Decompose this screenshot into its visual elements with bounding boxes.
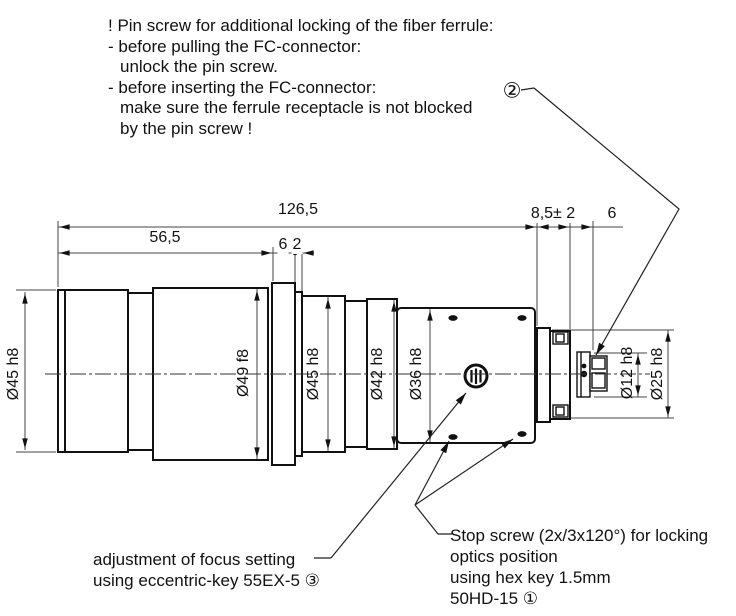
focus-leader bbox=[330, 392, 467, 559]
dimension-lines bbox=[22, 224, 671, 459]
dia-block: Ø36 h8 bbox=[408, 347, 425, 401]
eccentric-adjuster bbox=[463, 363, 489, 389]
stop-screw-leader bbox=[414, 504, 452, 535]
dim-front-length: 56,5 bbox=[148, 229, 182, 247]
note-line: 50HD-15 ① bbox=[450, 589, 538, 608]
dia-ferrule: Ø12 h8 bbox=[619, 346, 636, 400]
note-line: unlock the pin screw. bbox=[120, 57, 278, 76]
note-line: Stop screw (2x/3x120°) for locking bbox=[450, 526, 709, 545]
stop-screw bbox=[448, 315, 458, 321]
plate-screw-top bbox=[552, 331, 569, 345]
note-line: adjustment of focus setting bbox=[93, 550, 296, 569]
dim-overall-length: 126,5 bbox=[276, 201, 320, 219]
front-barrel bbox=[57, 289, 129, 453]
note-line: optics position bbox=[450, 547, 558, 566]
connector-plate bbox=[549, 330, 571, 420]
dim-flange-width: 6 bbox=[277, 236, 289, 254]
rear-collar bbox=[536, 327, 551, 423]
extension-lines bbox=[16, 221, 674, 453]
note-line: - before inserting the FC-connector: bbox=[108, 78, 377, 97]
note-line: make sure the ferrule receptacle is not … bbox=[120, 98, 473, 117]
stop-screw bbox=[517, 431, 527, 437]
note-line: ! Pin screw for additional locking of th… bbox=[108, 16, 494, 35]
plate-screw-bottom bbox=[552, 404, 569, 418]
pin-screw-leader bbox=[533, 87, 680, 356]
dim-rear-offset: 8,5± 2 bbox=[529, 205, 577, 223]
dia-body-front: Ø45 h8 bbox=[5, 347, 22, 401]
leader-lines bbox=[314, 87, 680, 559]
dim-connector-length: 6 bbox=[606, 205, 618, 223]
stop-screw bbox=[448, 434, 458, 440]
dim-ring-width: 2 bbox=[291, 236, 303, 254]
dia-plate: Ø25 h8 bbox=[649, 347, 666, 401]
callout-2: ② bbox=[502, 79, 522, 103]
note-line: - before pulling the FC-connector: bbox=[108, 37, 362, 56]
dia-body-main: Ø49 f8 bbox=[235, 348, 252, 398]
stop-screw bbox=[517, 315, 527, 321]
front-ring bbox=[127, 292, 154, 451]
note-line: using hex key 1.5mm bbox=[450, 568, 611, 587]
dia-rear: Ø42 h8 bbox=[369, 347, 386, 401]
note-line: by the pin screw ! bbox=[120, 119, 253, 138]
dia-mid: Ø45 h8 bbox=[305, 347, 322, 401]
note-line: using eccentric-key 55EX-5 ③ bbox=[93, 571, 320, 590]
pin-screw bbox=[581, 363, 587, 369]
